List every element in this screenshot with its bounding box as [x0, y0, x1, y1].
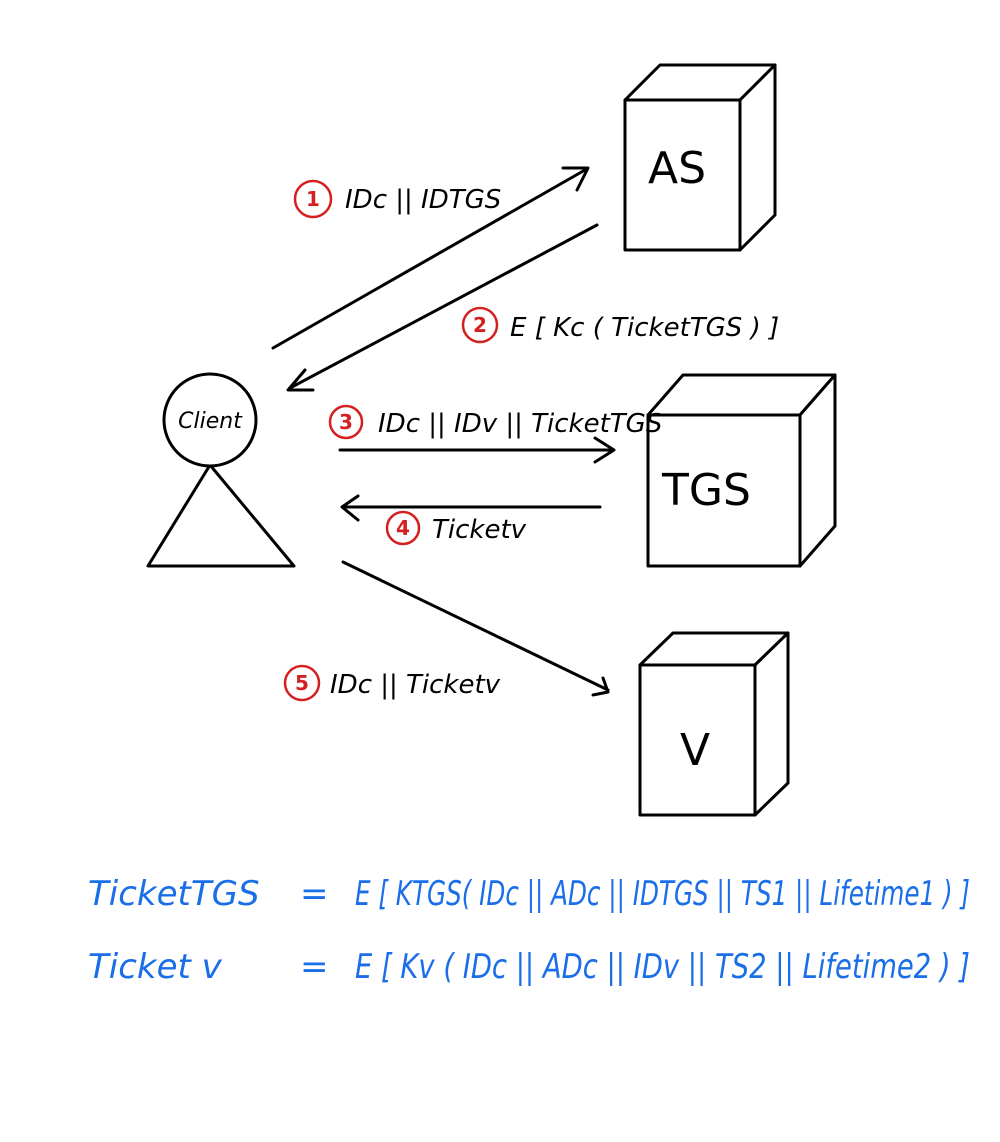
formula-tgs-lhs: TicketTGS [88, 874, 260, 914]
formula-v-equals: = [300, 947, 329, 987]
as-label: AS [648, 143, 706, 194]
arrow-step-4 [340, 494, 602, 522]
formula-v-rhs: E [ Kv ( IDc || ADc || IDv || TS2 || Lif… [355, 947, 970, 987]
step-3-label: 3 IDc || IDv || TicketTGS [328, 404, 662, 440]
arrow-step-3 [338, 436, 616, 464]
step-1-text: IDc || IDTGS [345, 185, 501, 215]
tgs-server-box: TGS [646, 373, 837, 568]
step-4-number: 4 [396, 516, 410, 540]
formula-ticket-tgs: TicketTGS = E [ KTGS( IDc || ADc || IDTG… [88, 874, 970, 914]
as-server-box: AS [623, 63, 777, 252]
step-2-number: 2 [473, 313, 487, 337]
arrow-step-1 [271, 166, 590, 350]
step-3-number: 3 [339, 410, 353, 434]
formula-ticket-v: Ticket v = E [ Kv ( IDc || ADc || IDv ||… [88, 947, 970, 987]
arrow-step-2 [286, 223, 599, 392]
formula-tgs-equals: = [300, 874, 329, 914]
v-label: V [680, 725, 710, 776]
client-figure: Client [146, 372, 296, 568]
step-3-text: IDc || IDv || TicketTGS [378, 409, 662, 439]
step-4-text: Ticketv [432, 515, 527, 545]
tgs-label: TGS [661, 465, 751, 516]
step-5-label: 5 IDc || Ticketv [283, 664, 501, 702]
step-2-text: E [ Kc ( TicketTGS ) ] [510, 313, 779, 343]
step-2-label: 2 E [ Kc ( TicketTGS ) ] [461, 306, 779, 344]
formula-tgs-rhs: E [ KTGS( IDc || ADc || IDTGS || TS1 || … [355, 874, 970, 914]
step-5-text: IDc || Ticketv [330, 670, 501, 700]
step-4-label: 4 Ticketv [385, 510, 527, 546]
step-1-label: 1 IDc || IDTGS [293, 179, 501, 219]
client-label: Client [178, 409, 243, 434]
v-server-box: V [638, 631, 790, 817]
step-5-number: 5 [295, 671, 309, 695]
arrow-step-5 [341, 560, 610, 697]
formula-v-lhs: Ticket v [88, 947, 223, 987]
step-1-number: 1 [306, 187, 320, 211]
